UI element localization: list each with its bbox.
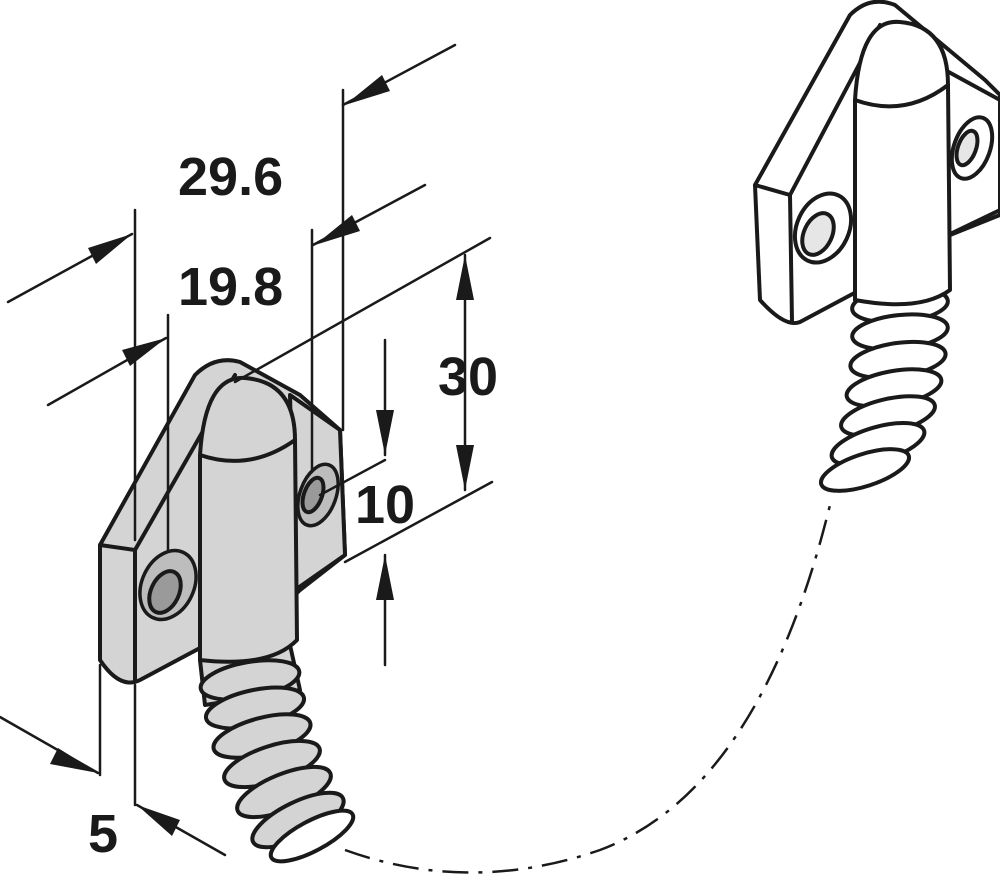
right-screw-hole-front bbox=[792, 191, 854, 265]
left-connector bbox=[98, 358, 356, 864]
dimension-thickness: 5 bbox=[88, 804, 118, 864]
right-cylinder bbox=[853, 19, 952, 307]
right-hose bbox=[818, 285, 950, 493]
dimension-hole-offset: 10 bbox=[355, 475, 415, 535]
dimension-lines bbox=[0, 43, 494, 857]
dimension-height: 30 bbox=[438, 347, 498, 407]
left-screw-hole-back bbox=[296, 462, 340, 528]
right-connector bbox=[753, 0, 1000, 493]
dimension-overall-width: 29.6 bbox=[178, 147, 283, 207]
left-cylinder bbox=[198, 375, 299, 664]
left-screw-hole-front bbox=[138, 548, 198, 622]
cable-path bbox=[344, 504, 832, 874]
dimension-hole-spacing: 19.8 bbox=[178, 257, 283, 317]
left-hose bbox=[198, 643, 356, 864]
right-screw-hole-back bbox=[949, 115, 995, 181]
